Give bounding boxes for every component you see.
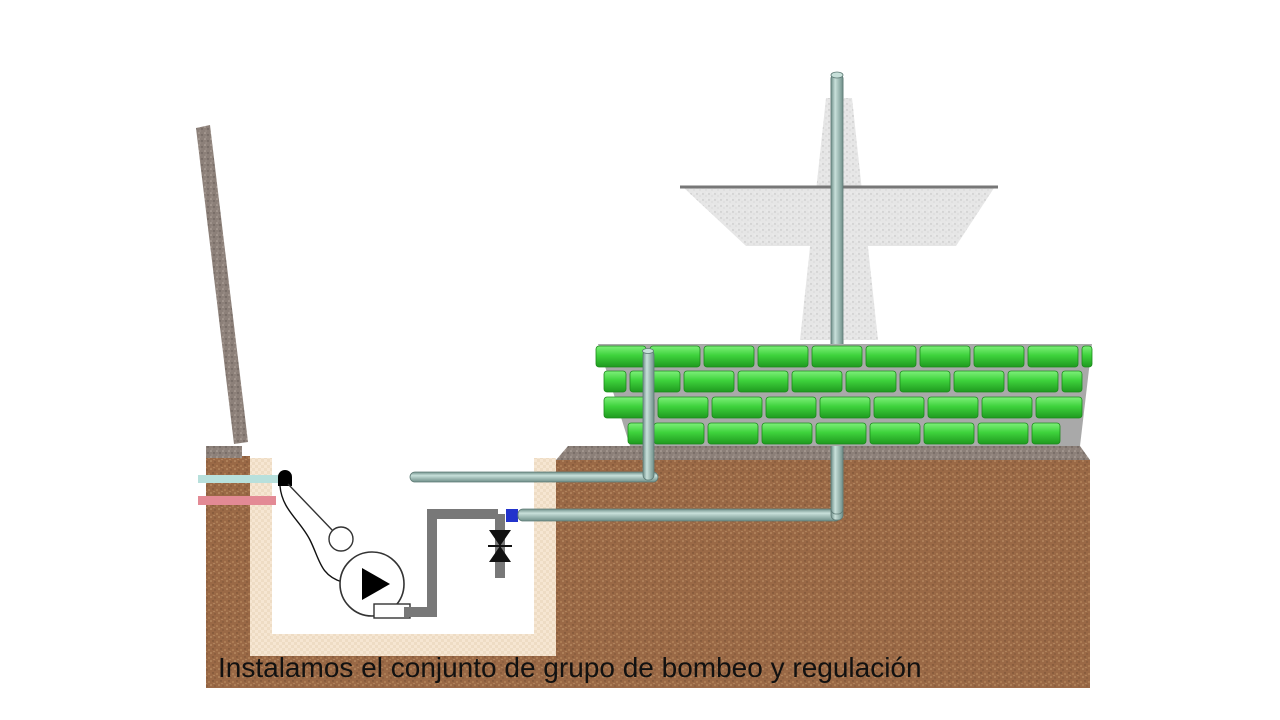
gravel-left bbox=[206, 446, 242, 458]
green-brick bbox=[1027, 345, 1079, 368]
green-brick bbox=[869, 422, 921, 445]
green-brick bbox=[629, 370, 681, 393]
green-brick bbox=[927, 396, 979, 419]
inlet-pipe-red bbox=[198, 496, 276, 505]
return-pipe bbox=[409, 348, 659, 483]
green-brick bbox=[595, 345, 647, 368]
green-brick bbox=[757, 345, 809, 368]
green-brick bbox=[703, 345, 755, 368]
green-brick bbox=[919, 345, 971, 368]
green-brick bbox=[791, 370, 843, 393]
green-brick bbox=[765, 396, 817, 419]
green-brick bbox=[815, 422, 867, 445]
green-brick bbox=[649, 345, 701, 368]
green-brick bbox=[1081, 345, 1093, 368]
well bbox=[250, 458, 556, 656]
pipe-joint bbox=[506, 509, 518, 522]
float-switch-icon bbox=[278, 470, 354, 583]
ground bbox=[206, 446, 1090, 688]
green-brick bbox=[811, 345, 863, 368]
green-brick bbox=[1007, 370, 1059, 393]
gravel-right bbox=[556, 446, 1090, 460]
soil-bottom bbox=[206, 656, 566, 688]
well-wall-left bbox=[250, 458, 272, 656]
green-brick bbox=[977, 422, 1029, 445]
green-brick bbox=[899, 370, 951, 393]
green-brick bbox=[1035, 396, 1083, 419]
green-brick bbox=[865, 345, 917, 368]
soil-left bbox=[206, 456, 250, 688]
green-brick bbox=[737, 370, 789, 393]
green-brick bbox=[923, 422, 975, 445]
green-brick bbox=[873, 396, 925, 419]
green-brick bbox=[1031, 422, 1061, 445]
green-brick bbox=[845, 370, 897, 393]
inlet-pipe-blue bbox=[198, 475, 282, 483]
green-brick bbox=[657, 396, 709, 419]
green-brick bbox=[981, 396, 1033, 419]
caption-text: Instalamos el conjunto de grupo de bombe… bbox=[218, 652, 922, 683]
green-brick bbox=[711, 396, 763, 419]
brick-wall bbox=[595, 344, 1093, 446]
green-brick bbox=[973, 345, 1025, 368]
green-brick bbox=[603, 370, 627, 393]
green-brick bbox=[819, 396, 871, 419]
green-brick bbox=[653, 422, 705, 445]
green-brick bbox=[707, 422, 759, 445]
well-wall-right bbox=[534, 458, 556, 656]
well-floor bbox=[250, 634, 556, 656]
green-brick bbox=[761, 422, 813, 445]
green-brick bbox=[1061, 370, 1083, 393]
soil-right bbox=[556, 460, 1090, 688]
green-brick bbox=[683, 370, 735, 393]
green-brick bbox=[953, 370, 1005, 393]
well-lid bbox=[196, 125, 248, 444]
gate-valve-icon bbox=[488, 530, 512, 562]
